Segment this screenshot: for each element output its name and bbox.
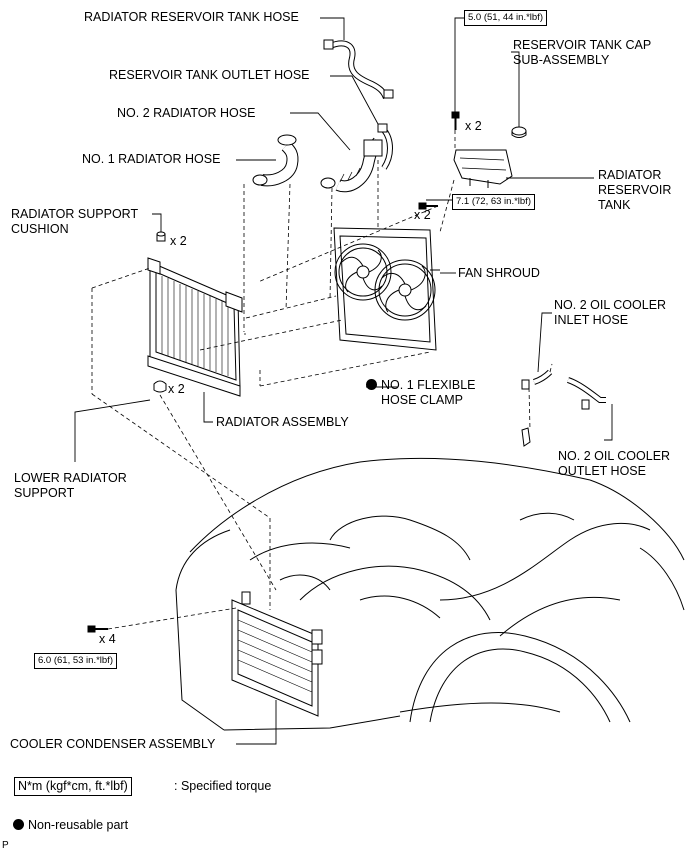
label-line: TANK <box>598 198 631 212</box>
label-no1-radiator-hose: NO. 1 RADIATOR HOSE <box>82 152 221 166</box>
oil-cooler-hoses-drawing <box>521 369 606 447</box>
label-line: HOSE CLAMP <box>381 393 463 407</box>
legend-nonreusable: Non-reusable part <box>13 818 128 833</box>
label-radiator-support-cushion: RADIATOR SUPPORT CUSHION <box>11 207 138 237</box>
label-reservoir-tank-outlet-hose: RESERVOIR TANK OUTLET HOSE <box>109 68 310 82</box>
qty-lower-support: x 2 <box>168 382 185 396</box>
label-no1-flexible-hose-clamp: NO. 1 FLEXIBLE HOSE CLAMP <box>366 378 475 408</box>
no1-radiator-hose-drawing <box>252 134 299 187</box>
label-line: SUPPORT <box>14 486 75 500</box>
torque-box-reservoir-bolt: 5.0 (51, 44 in.*lbf) <box>464 10 547 26</box>
label-text: NO. 1 FLEXIBLE <box>381 378 476 392</box>
reservoir-outlet-hose-drawing <box>377 123 393 170</box>
label-line: SUB-ASSEMBLY <box>513 53 610 67</box>
label-line: RESERVOIR TANK CAP <box>513 38 652 52</box>
nonreusable-dot-icon <box>366 379 377 390</box>
torque-box-fan-shroud-bolt: 7.1 (72, 63 in.*lbf) <box>452 194 535 210</box>
reservoir-bolt-drawing <box>451 111 460 130</box>
label-line: OUTLET HOSE <box>558 464 646 478</box>
label-line: INLET HOSE <box>554 313 629 327</box>
label-line: NO. 1 FLEXIBLE <box>366 378 475 393</box>
label-radiator-assembly: RADIATOR ASSEMBLY <box>216 415 349 429</box>
label-line: RADIATOR SUPPORT <box>11 207 139 221</box>
condenser-drawing <box>231 591 323 717</box>
label-line: NO. 2 OIL COOLER <box>554 298 667 312</box>
alignment-lines <box>91 130 553 630</box>
label-cooler-condenser-assembly: COOLER CONDENSER ASSEMBLY <box>10 737 216 751</box>
no2-radiator-hose-drawing <box>320 137 383 193</box>
label-no2-radiator-hose: NO. 2 RADIATOR HOSE <box>117 106 256 120</box>
footer-code: P <box>2 840 9 851</box>
label-radiator-reservoir-tank: RADIATOR RESERVOIR TANK <box>598 168 671 213</box>
qty-reservoir-bolt: x 2 <box>465 119 482 133</box>
qty-fan-shroud-bolt: x 2 <box>414 208 431 222</box>
label-line: RADIATOR <box>598 168 662 182</box>
label-reservoir-tank-cap: RESERVOIR TANK CAP SUB-ASSEMBLY <box>513 38 651 68</box>
nonreusable-dot-icon <box>13 819 24 830</box>
fan-shroud-drawing <box>333 227 440 351</box>
fan-shroud-bolt-drawing <box>418 202 438 210</box>
reservoir-tank-hose-drawing <box>323 39 394 100</box>
label-line: CUSHION <box>11 222 69 236</box>
label-lower-radiator-support: LOWER RADIATOR SUPPORT <box>14 471 127 501</box>
qty-condenser-bolt: x 4 <box>99 632 116 646</box>
label-no2-oil-cooler-outlet-hose: NO. 2 OIL COOLER OUTLET HOSE <box>558 449 670 479</box>
label-radiator-reservoir-tank-hose: RADIATOR RESERVOIR TANK HOSE <box>84 10 299 24</box>
qty-support-cushion: x 2 <box>170 234 187 248</box>
label-fan-shroud: FAN SHROUD <box>458 266 540 280</box>
label-line: RESERVOIR <box>598 183 672 197</box>
reservoir-tank-drawing <box>453 126 527 188</box>
label-line: LOWER RADIATOR <box>14 471 127 485</box>
vehicle-body-drawing <box>175 457 685 731</box>
label-line: NO. 2 OIL COOLER <box>558 449 671 463</box>
legend-torque-box: N*m (kgf*cm, ft.*lbf) <box>14 777 132 796</box>
legend-torque-text: : Specified torque <box>174 779 272 793</box>
legend-nonreusable-text: Non-reusable part <box>28 818 129 832</box>
label-no2-oil-cooler-inlet-hose: NO. 2 OIL COOLER INLET HOSE <box>554 298 666 328</box>
lower-support-drawing <box>153 380 167 393</box>
torque-box-condenser-bolt: 6.0 (61, 53 in.*lbf) <box>34 653 117 669</box>
support-cushion-drawing <box>156 231 166 242</box>
condenser-bolt-drawing <box>87 625 108 633</box>
radiator-assembly-drawing <box>147 257 243 397</box>
leader-lines <box>74 17 613 745</box>
